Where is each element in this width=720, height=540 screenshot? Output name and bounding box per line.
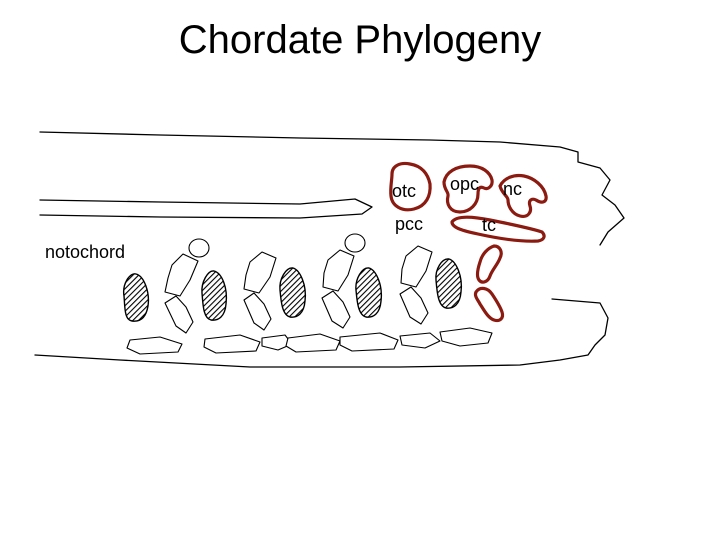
body-lower-outline (34, 298, 609, 368)
skeletal-bone (322, 249, 355, 292)
skeletal-bone (344, 233, 366, 253)
skeletal-bone (339, 332, 399, 352)
skeletal-bone (285, 333, 341, 353)
skeletal-bone (203, 334, 261, 354)
tc-cartilage (450, 215, 546, 243)
skeletal-bone (188, 238, 210, 258)
opc-cartilage (442, 164, 494, 214)
gill-element (435, 258, 463, 309)
otc-cartilage (389, 161, 432, 212)
skeletal-bone (400, 245, 433, 288)
slide-title: Chordate Phylogeny (178, 18, 542, 62)
skeletal-bone (243, 292, 272, 331)
label-nc: nc (503, 179, 522, 199)
dorsal-fold-outline (39, 198, 373, 219)
label-otc: otc (392, 181, 416, 201)
skeletal-bone (261, 334, 293, 351)
gill-element (201, 270, 228, 321)
skeletal-bone (243, 251, 277, 294)
body-upper-outline (39, 131, 625, 246)
label-pcc: pcc (395, 214, 423, 234)
skeletal-bone (399, 332, 441, 349)
nc-cartilage (498, 173, 548, 218)
red-cartilage-upper (475, 244, 503, 284)
red-cartilage-lower (473, 286, 505, 323)
skeletal-bone (399, 286, 429, 325)
label-tc: tc (482, 215, 496, 235)
gill-element (279, 267, 307, 318)
skeletal-bone (164, 253, 199, 297)
gill-element (355, 267, 383, 318)
label-opc: opc (450, 174, 479, 194)
skeletal-bone (164, 295, 194, 334)
skeletal-bone (126, 336, 183, 355)
label-notochord: notochord (45, 242, 125, 262)
skeletal-bone (439, 327, 493, 347)
gill-element (122, 273, 150, 322)
skeletal-bone (321, 290, 351, 329)
